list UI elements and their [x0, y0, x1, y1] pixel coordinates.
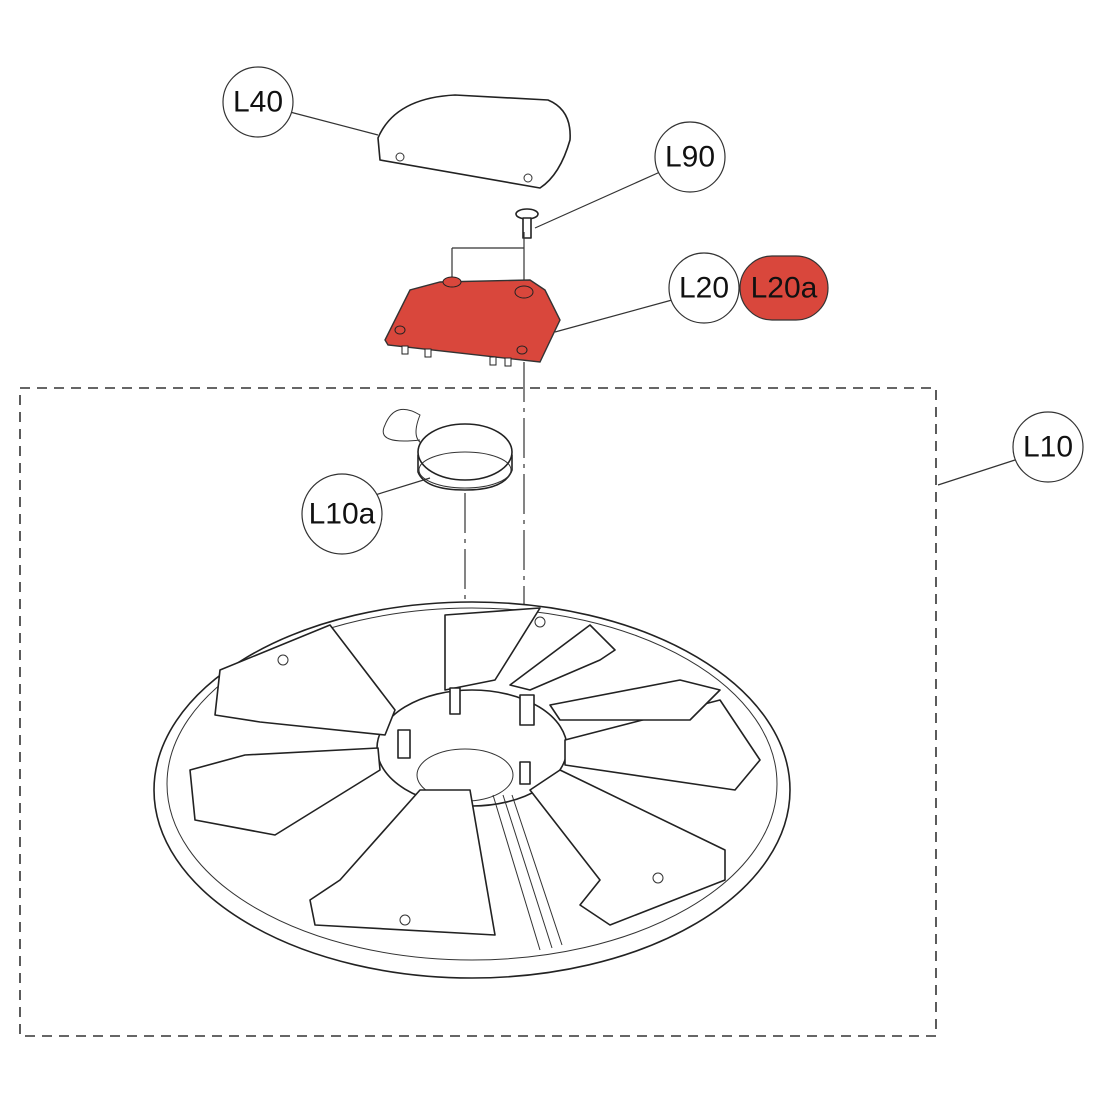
part-l20-pcb[interactable]: [384, 232, 561, 367]
callout-l10a-label: L10a: [309, 498, 376, 531]
callout-l10a[interactable]: L10a: [301, 473, 383, 555]
callout-l10-label: L10: [1023, 431, 1073, 464]
callout-l90-label: L90: [665, 141, 715, 174]
part-l10a-puck[interactable]: [382, 408, 513, 491]
leader-lines: [289, 111, 1016, 496]
callout-l20a[interactable]: L20a: [739, 255, 829, 321]
callout-l10[interactable]: L10: [1012, 411, 1084, 483]
part-l90-screw[interactable]: [515, 208, 539, 239]
callout-l90[interactable]: L90: [654, 121, 726, 193]
callout-l20-label: L20: [679, 272, 729, 305]
callout-l40[interactable]: L40: [222, 66, 294, 138]
callout-l20[interactable]: L20: [668, 252, 740, 324]
callout-l40-label: L40: [233, 86, 283, 119]
part-l40-cover[interactable]: [377, 94, 571, 189]
callout-l20a-label: L20a: [751, 272, 818, 305]
part-l10-base[interactable]: [153, 601, 791, 979]
